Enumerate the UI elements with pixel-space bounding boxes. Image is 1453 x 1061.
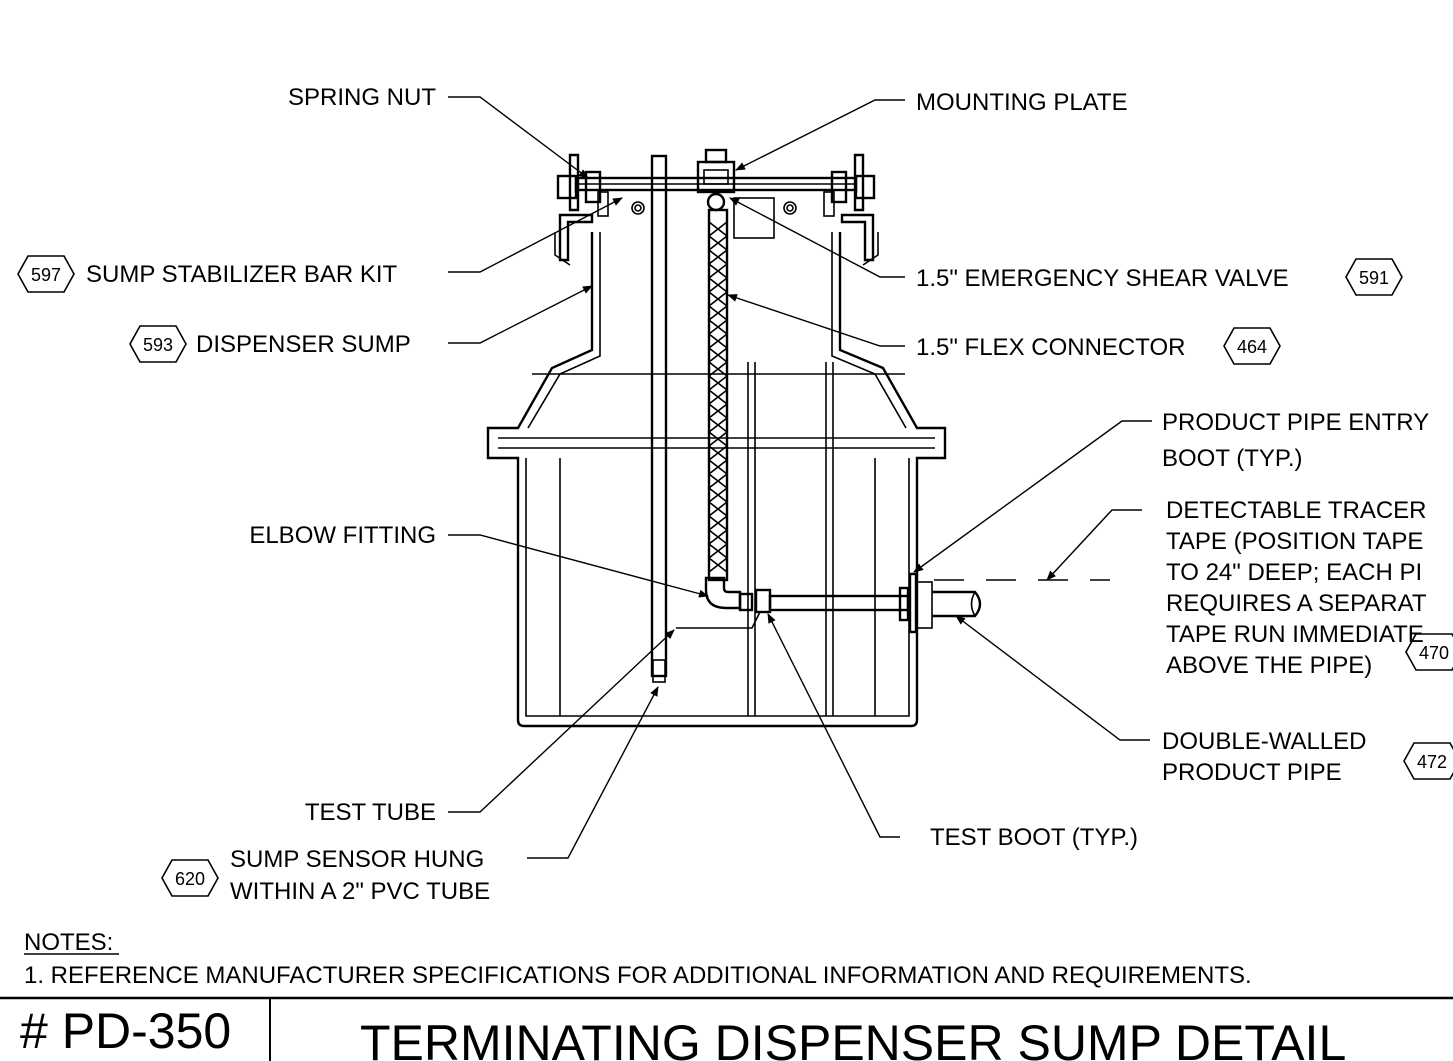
note-item-1: 1. REFERENCE MANUFACTURER SPECIFICATIONS… [24, 962, 1252, 989]
drawing-title: TERMINATING DISPENSER SUMP DETAIL [360, 1015, 1346, 1061]
label-tracer-tape-line-6: ABOVE THE PIPE) [1166, 652, 1372, 679]
label-mounting-plate: MOUNTING PLATE [916, 89, 1128, 116]
notes-heading: NOTES: [24, 929, 113, 956]
flex-connector [707, 208, 729, 582]
tag-472: 472 [1417, 752, 1447, 772]
label-sump-sensor-line-1: SUMP SENSOR HUNG [230, 846, 484, 873]
hex-tag-593 [129, 325, 187, 363]
label-double-walled-line-1: DOUBLE-WALLED [1162, 728, 1367, 755]
label-flex-connector: 1.5" FLEX CONNECTOR [916, 334, 1185, 361]
pvc-test-tube [650, 154, 668, 683]
dispenser-sump-body [486, 232, 947, 728]
drawing-number: # PD-350 [20, 1003, 231, 1059]
label-entry-boot-line-2: BOOT (TYP.) [1162, 445, 1302, 472]
tag-597: 597 [31, 265, 61, 285]
label-test-tube: TEST TUBE [305, 799, 436, 826]
tag-620: 620 [175, 869, 205, 889]
hex-tag-591 [1345, 258, 1403, 296]
tag-593: 593 [143, 335, 173, 355]
label-tracer-tape-line-4: REQUIRES A SEPARAT [1166, 590, 1427, 617]
tag-470: 470 [1419, 643, 1449, 663]
label-double-walled-line-2: PRODUCT PIPE [1162, 759, 1342, 786]
label-dispenser-sump: DISPENSER SUMP [196, 331, 411, 358]
hex-tag-620 [161, 859, 219, 897]
hex-tag-472 [1403, 742, 1453, 780]
tag-464: 464 [1237, 337, 1267, 357]
label-entry-boot-line-1: PRODUCT PIPE ENTRY [1162, 409, 1429, 436]
label-tracer-tape-line-1: DETECTABLE TRACER [1166, 497, 1427, 524]
tag-591: 591 [1359, 268, 1389, 288]
elbow-and-product-pipe [676, 572, 1110, 634]
hex-tag-597 [17, 255, 75, 293]
hex-tag-470 [1405, 633, 1453, 671]
label-elbow-fitting: ELBOW FITTING [249, 522, 436, 549]
label-tracer-tape-line-5: TAPE RUN IMMEDIATE [1166, 621, 1424, 648]
label-sump-sensor-line-2: WITHIN A 2" PVC TUBE [230, 878, 490, 905]
leader-lines [448, 96, 1152, 859]
label-shear-valve: 1.5" EMERGENCY SHEAR VALVE [916, 265, 1289, 292]
mounting-plate-assembly [554, 148, 879, 266]
label-sump-stabilizer: SUMP STABILIZER BAR KIT [86, 261, 398, 288]
label-tracer-tape-line-2: TAPE (POSITION TAPE [1166, 528, 1423, 555]
label-spring-nut: SPRING NUT [288, 84, 436, 111]
label-test-boot: TEST BOOT (TYP.) [930, 824, 1138, 851]
hex-tag-464 [1223, 327, 1281, 365]
label-tracer-tape-line-3: TO 24" DEEP; EACH PI [1166, 559, 1422, 586]
